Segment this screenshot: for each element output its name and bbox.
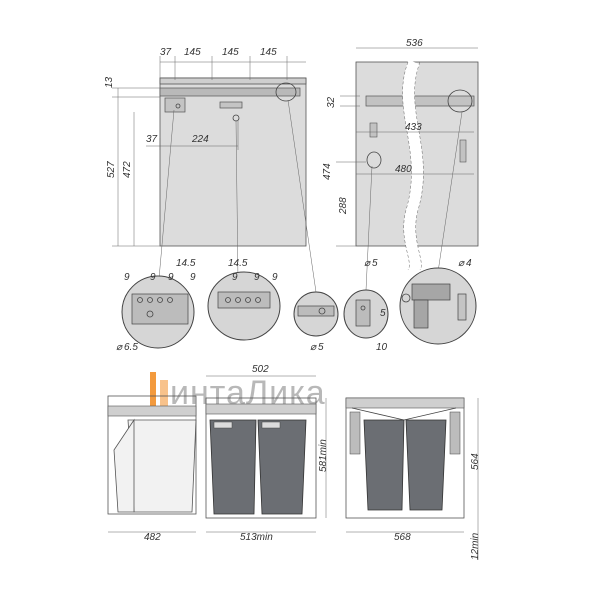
d3-dia-symbol: ⌀	[310, 342, 317, 353]
left-dim-527: 527	[106, 161, 117, 178]
left-dim-472: 472	[122, 161, 133, 178]
detail-zoom-2: 14.5 9 9 9	[207, 258, 281, 341]
d4-w: 10	[376, 342, 388, 353]
detail-zoom-5: ⌀ 4	[399, 258, 477, 345]
d1-hole-3: 9	[168, 272, 174, 283]
side-dim-480: 480	[395, 164, 412, 175]
d1-hole-1: 9	[124, 272, 130, 283]
bm-dim-502: 502	[252, 364, 269, 375]
d1-top: 14.5	[176, 258, 196, 269]
d2-top: 14.5	[228, 258, 248, 269]
side-view: 536 32 474 288 433 480	[322, 38, 479, 291]
d4-dia: 5	[372, 258, 378, 269]
d1-hole-2: 9	[150, 272, 156, 283]
bl-dim-482: 482	[144, 532, 161, 543]
bm-dim-581: 581min	[318, 439, 329, 472]
d2-hole-2: 9	[254, 272, 260, 283]
bm-dim-513: 513min	[240, 532, 273, 543]
d3-dia: 5	[318, 342, 324, 353]
side-dim-474: 474	[322, 163, 333, 180]
bottom-middle-view: 502 513min 581min	[205, 364, 329, 543]
d2-hole-3: 9	[272, 272, 278, 283]
detail-zoom-3: ⌀ 5	[293, 291, 339, 353]
d4-h: 5	[380, 308, 386, 319]
d1-dia-symbol: ⌀	[116, 342, 123, 353]
inner-dim-224: 224	[191, 134, 209, 145]
d2-hole-1: 9	[232, 272, 238, 283]
d1-hole-4: 9	[190, 272, 196, 283]
left-dim-13: 13	[104, 76, 115, 88]
br-dim-12: 12min	[470, 532, 481, 560]
br-dim-564: 564	[470, 453, 481, 470]
d4-dia-symbol: ⌀	[364, 258, 371, 269]
d5-dia-symbol: ⌀	[458, 258, 465, 269]
br-dim-568: 568	[394, 532, 411, 543]
front-rail	[159, 87, 301, 97]
side-dim-433: 433	[405, 122, 422, 133]
top-dim-1: 37	[160, 47, 172, 58]
top-dim-4: 145	[260, 47, 277, 58]
top-dim-3: 145	[222, 47, 239, 58]
detail-zoom-4: ⌀ 5 10 5	[343, 258, 389, 353]
inner-dim-37: 37	[146, 134, 158, 145]
detail-zoom-1: 14.5 9 9 9 9 ⌀ 6.5	[116, 258, 196, 353]
bottom-right-view: 568 564 12min	[345, 397, 481, 560]
top-dim-2: 145	[184, 47, 201, 58]
d5-dia: 4	[466, 258, 472, 269]
side-dim-536: 536	[406, 38, 423, 49]
d1-dia: 6.5	[124, 342, 138, 353]
logo-accent-bar	[150, 372, 156, 406]
bottom-left-view: 482	[107, 395, 197, 543]
front-view: 37 145 145 145 13 527 472 37 224	[104, 47, 317, 293]
side-dim-288: 288	[338, 197, 349, 215]
side-dim-32: 32	[326, 96, 337, 108]
